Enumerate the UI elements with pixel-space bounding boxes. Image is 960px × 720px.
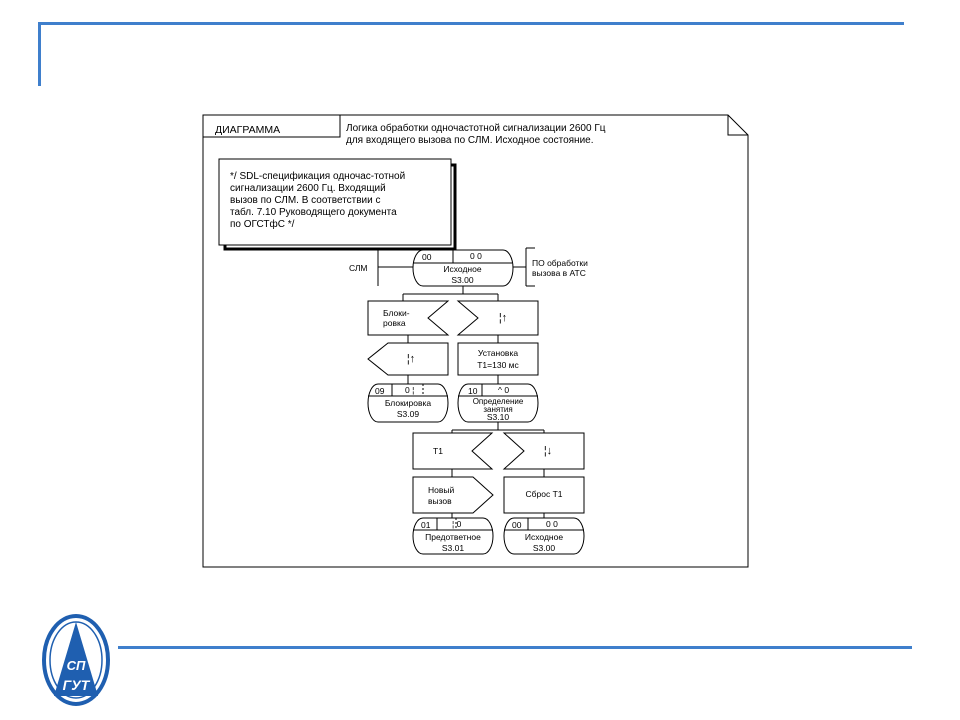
state-code: 10 — [468, 386, 478, 396]
input-idle-down-glyph: ¦↓ — [543, 445, 553, 457]
state-code: 00 — [422, 252, 432, 262]
state-id: S3.09 — [396, 409, 420, 419]
diagram-frame — [202, 114, 749, 568]
comment-line: сигнализации 2600 Гц. Входящий — [230, 183, 386, 194]
state-code: 01 — [421, 520, 431, 530]
env-right-label-line2: вызова в АТС — [532, 268, 586, 278]
env-left-label: СЛМ — [349, 263, 368, 273]
env-right-label-line1: ПО обработки — [532, 258, 588, 268]
state-signal: 0 ¦ — [405, 385, 415, 395]
university-emblem-icon: СП ГУТ — [42, 614, 110, 706]
input-block-line1: Блоки- — [383, 308, 410, 318]
slide-frame-top-bar — [38, 22, 904, 25]
output-newcall-line2: вызов — [428, 496, 452, 506]
task-setup-line2: T1=130 мс — [477, 360, 519, 370]
state-code: 00 — [512, 520, 522, 530]
task-setup-line1: Установка — [477, 348, 519, 358]
input-block-line2: ровка — [383, 318, 406, 328]
input-idle-up-glyph: ¦↑ — [498, 312, 508, 324]
state-id: S3.00 — [451, 275, 474, 285]
state-code: 09 — [375, 386, 385, 396]
input-timer-t1: T1 — [433, 446, 443, 456]
comment-line: вызов по СЛМ. В соответствии с — [230, 195, 381, 206]
slide-footer-bar — [118, 646, 912, 649]
state-signal: 0 0 — [546, 519, 558, 529]
state-signal: 0 0 — [470, 251, 482, 261]
state-signal: ^ 0 — [498, 385, 510, 395]
svg-text:ГУТ: ГУТ — [63, 677, 91, 693]
comment-line: табл. 7.10 Руководящего документа — [230, 207, 397, 218]
diagram-title-line1: Логика обработки одночастотной сигнализа… — [346, 123, 606, 134]
diagram-title-line2: для входящего вызова по СЛМ. Исходное со… — [346, 135, 594, 146]
state-name: Блокировка — [384, 398, 432, 408]
slide-frame-left-bar — [38, 22, 41, 86]
state-name: Исходное — [524, 532, 564, 542]
state-id: S3.00 — [532, 543, 556, 553]
output-idle-up-glyph: ¦↑ — [406, 353, 416, 365]
state-name-line1: Определение — [472, 397, 524, 406]
sdl-comment: */ SDL-спецификация одночас-тотной сигна… — [230, 171, 405, 231]
state-name: Предответное — [425, 532, 481, 542]
state-id: S3.10 — [486, 412, 510, 422]
task-reset-t1: Сброс T1 — [525, 489, 563, 499]
state-id: S3.01 — [441, 543, 465, 553]
state-signal: ¦ 0 — [452, 519, 462, 529]
state-name: Исходное — [443, 264, 482, 274]
comment-line: */ SDL-спецификация одночас-тотной — [230, 171, 406, 182]
state-name-line2: занятия — [483, 405, 513, 414]
output-newcall-line1: Новый — [428, 485, 455, 495]
comment-line: по ОГСТфС */ — [230, 219, 295, 230]
svg-text:СП: СП — [67, 658, 86, 673]
diagram-keyword: ДИАГРАММА — [215, 124, 281, 136]
